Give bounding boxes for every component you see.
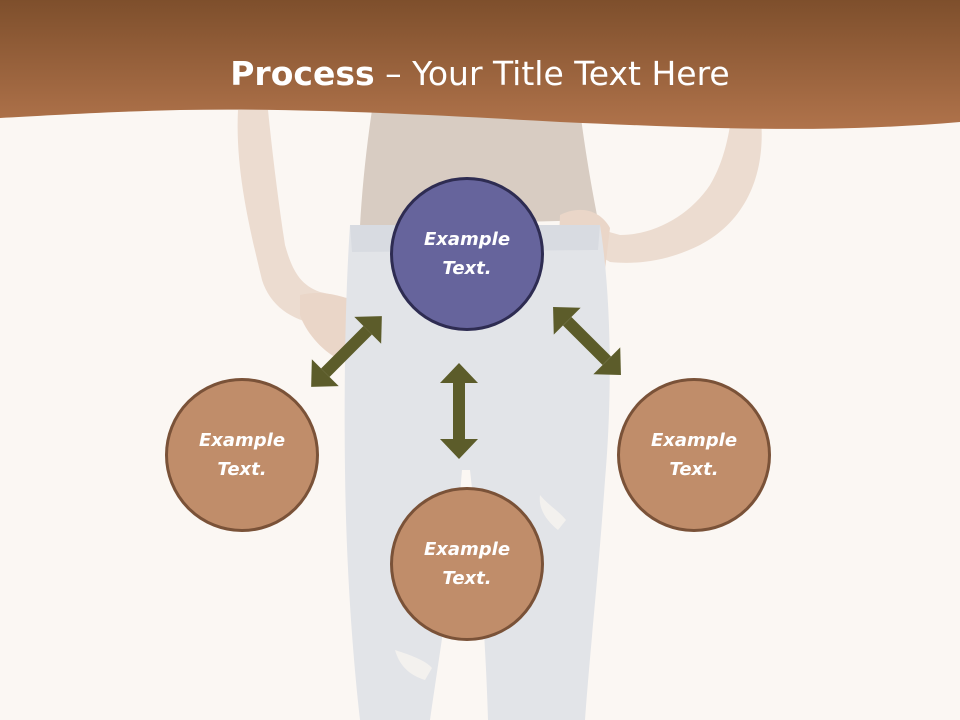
page-title: Process – Your Title Text Here [0,52,960,96]
arrow-top-left [311,316,382,387]
node-label: Example Text. [423,539,511,589]
node-label: Example Text. [423,229,511,279]
arrow-top-right [553,307,621,375]
arrow-vertical [440,363,478,459]
process-node-bottom: Example Text. [390,487,544,641]
title-bold: Process [230,54,375,93]
title-rest: – Your Title Text Here [374,54,730,93]
process-node-top: Example Text. [390,177,544,331]
process-node-left: Example Text. [165,378,319,532]
node-label: Example Text. [198,430,286,480]
title-band [0,0,960,129]
process-node-right: Example Text. [617,378,771,532]
node-label: Example Text. [650,430,738,480]
